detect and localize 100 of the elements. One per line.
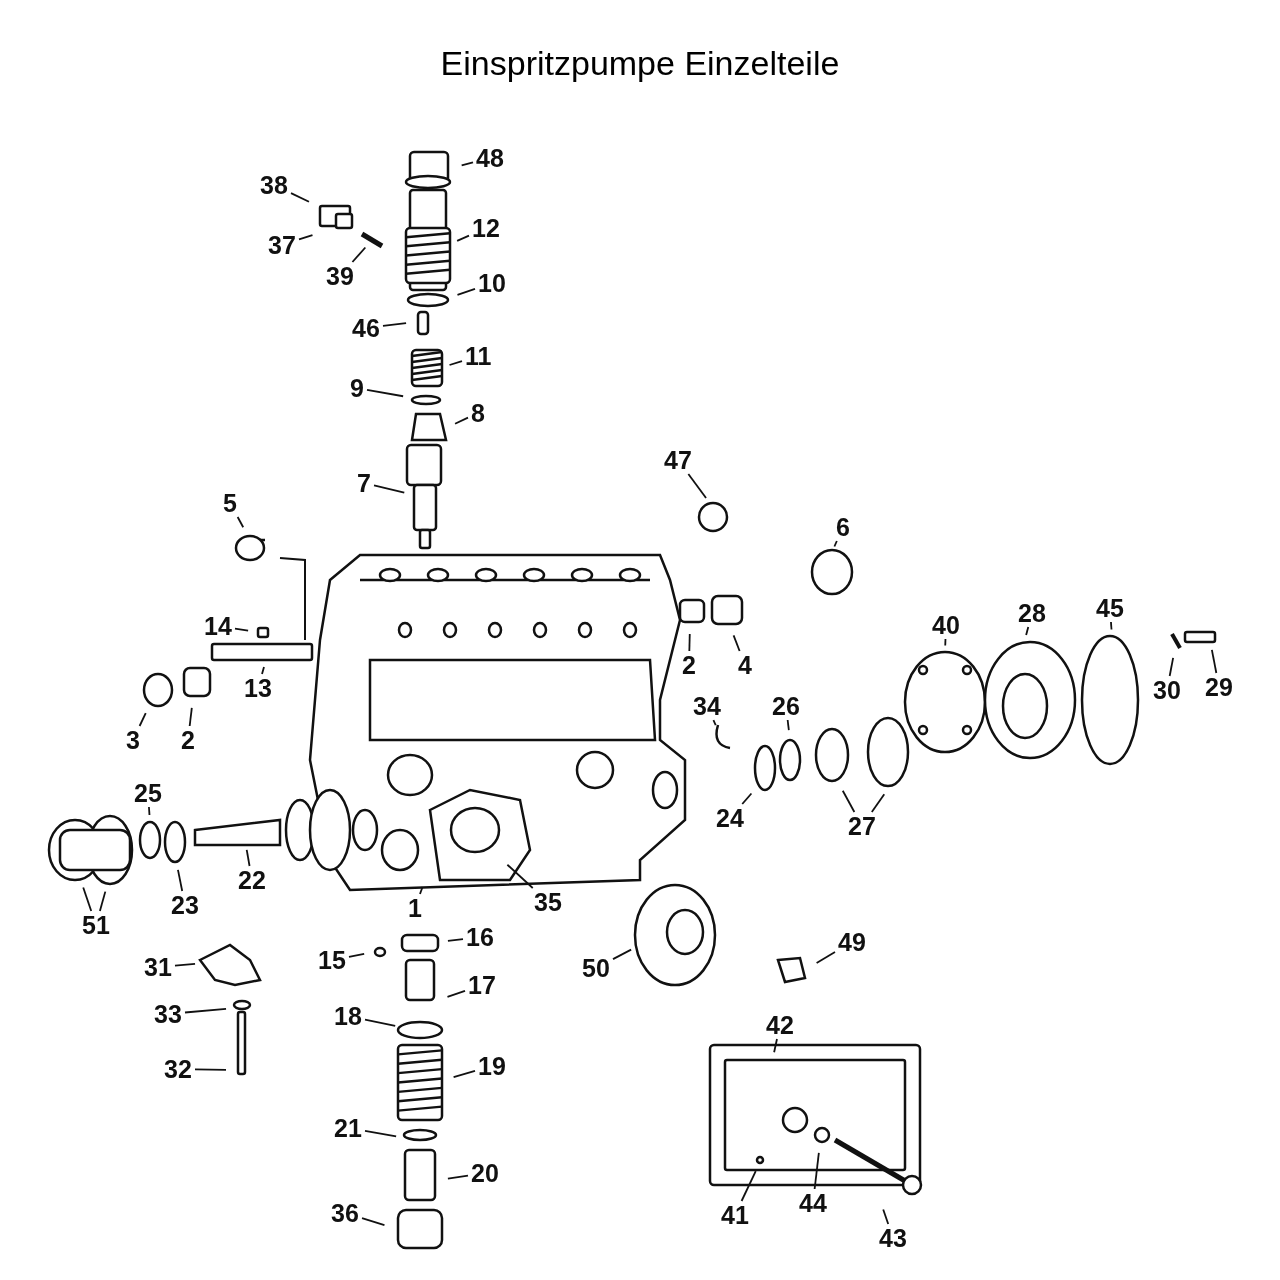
leader-line	[456, 234, 470, 242]
callout-number: 20	[471, 1160, 499, 1186]
callout-number: 44	[799, 1190, 827, 1216]
leader-line	[361, 1217, 386, 1226]
callout-number: 17	[468, 972, 496, 998]
leader-line	[382, 322, 407, 327]
callout-number: 11	[465, 343, 492, 369]
leader-line	[460, 161, 474, 167]
leader-line	[99, 890, 107, 912]
leader-line	[448, 360, 463, 366]
callout-number: 27	[848, 813, 876, 839]
callout-number: 37	[268, 232, 296, 258]
callout-number: 15	[318, 947, 346, 973]
callout-number: 12	[472, 215, 500, 241]
leader-line	[1168, 656, 1175, 677]
leader-line	[833, 540, 838, 548]
callout-number: 2	[181, 727, 195, 753]
leader-line	[687, 473, 707, 499]
leader-line	[773, 1038, 778, 1054]
callout-number: 24	[716, 805, 744, 831]
leader-line	[148, 806, 151, 816]
leader-line	[373, 484, 406, 494]
callout-number: 42	[766, 1012, 794, 1038]
leader-line	[366, 388, 405, 398]
leader-line	[184, 1008, 227, 1014]
callout-number: 2	[682, 652, 696, 678]
leader-line	[612, 948, 633, 960]
callout-number: 45	[1096, 595, 1124, 621]
leader-line	[944, 638, 947, 647]
leader-line	[188, 707, 193, 727]
callout-number: 38	[260, 172, 288, 198]
callout-number: 36	[331, 1200, 359, 1226]
leader-line	[348, 952, 366, 958]
leader-line	[447, 1174, 469, 1180]
leader-line	[82, 886, 93, 912]
leader-line	[174, 962, 196, 967]
leader-line	[870, 793, 886, 813]
leader-line	[177, 868, 184, 892]
callout-number: 48	[476, 145, 504, 171]
leader-line	[419, 886, 424, 895]
callout-number: 1	[408, 895, 422, 921]
diagram-title: Einspritzpumpe Einzelteile	[440, 44, 840, 83]
callout-number: 32	[164, 1056, 192, 1082]
callout-number: 30	[1153, 677, 1181, 703]
callout-number: 34	[693, 693, 721, 719]
callout-number: 8	[471, 400, 485, 426]
leader-line	[740, 1170, 757, 1202]
callout-number: 10	[478, 270, 506, 296]
callout-number: 22	[238, 867, 266, 893]
callout-number: 39	[326, 263, 354, 289]
leader-line	[688, 633, 691, 652]
callout-number: 47	[664, 447, 692, 473]
leader-line	[234, 627, 249, 632]
leader-line	[1025, 626, 1030, 636]
leader-line	[290, 192, 310, 203]
callout-number: 9	[350, 375, 364, 401]
leader-line	[841, 789, 856, 813]
leader-line	[1211, 648, 1218, 674]
callout-number: 14	[204, 613, 232, 639]
callout-number: 40	[932, 612, 960, 638]
callout-number: 23	[171, 892, 199, 918]
callout-number: 3	[126, 727, 140, 753]
callout-number: 25	[134, 780, 162, 806]
leader-line	[236, 516, 245, 529]
callout-number: 6	[836, 514, 850, 540]
leader-line	[456, 287, 476, 296]
callout-number: 29	[1205, 674, 1233, 700]
leader-line	[245, 848, 251, 867]
callout-number: 26	[772, 693, 800, 719]
leader-line	[351, 246, 367, 263]
leader-line	[138, 712, 147, 727]
leader-line	[882, 1208, 890, 1225]
leader-line	[454, 416, 469, 425]
leader-line	[732, 634, 741, 652]
callout-number: 5	[223, 490, 237, 516]
leader-line	[261, 666, 265, 675]
leader-line	[741, 792, 753, 805]
leader-line	[194, 1068, 227, 1071]
callout-number: 43	[879, 1225, 907, 1251]
leader-line	[298, 234, 314, 241]
leader-line	[786, 719, 790, 731]
callout-number: 13	[244, 675, 272, 701]
callout-number: 50	[582, 955, 610, 981]
leader-line	[506, 863, 534, 889]
leader-line	[712, 719, 717, 726]
leader-line	[815, 951, 836, 964]
callout-number: 51	[82, 912, 110, 938]
callout-number: 7	[357, 470, 371, 496]
leader-line	[452, 1070, 476, 1079]
callout-number: 33	[154, 1001, 182, 1027]
leader-line	[1110, 621, 1113, 631]
callout-number: 18	[334, 1003, 362, 1029]
callout-number: 35	[534, 889, 562, 915]
callout-number: 28	[1018, 600, 1046, 626]
callout-number: 46	[352, 315, 380, 341]
callout-number: 49	[838, 929, 866, 955]
leader-line	[446, 989, 466, 998]
callout-number: 4	[738, 652, 752, 678]
callout-number: 21	[334, 1115, 362, 1141]
leader-line	[364, 1130, 398, 1138]
